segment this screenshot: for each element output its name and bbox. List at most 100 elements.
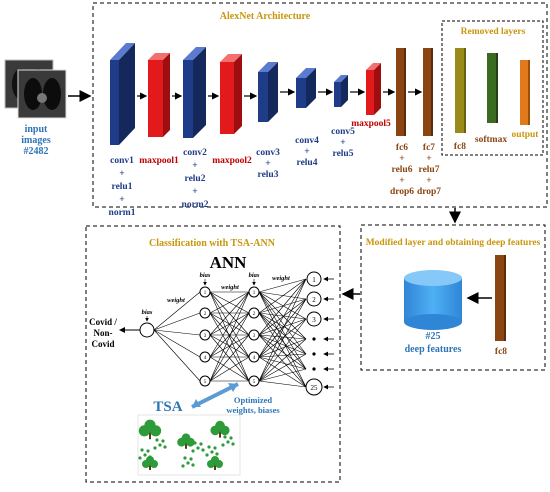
ann-connections xyxy=(153,278,307,388)
tsa-label: TSA xyxy=(153,399,182,415)
svg-text:4: 4 xyxy=(253,356,256,361)
conv5-label-1: conv5 xyxy=(331,127,355,137)
svg-text:3: 3 xyxy=(204,334,207,339)
fc6-label-3: relu6 xyxy=(392,165,413,175)
output-class-label-3: Covid xyxy=(91,339,114,349)
fc8-feature-block xyxy=(495,255,506,341)
svg-text:1: 1 xyxy=(253,291,256,296)
removed-layers-box xyxy=(441,20,544,156)
conv4-label-1: conv4 xyxy=(295,136,319,146)
features-count: #25 xyxy=(426,331,441,342)
fc8-feature-label: fc8 xyxy=(495,347,507,357)
conv3-label-1: conv3 xyxy=(256,148,280,158)
ann-output-node xyxy=(139,322,155,338)
features-title: Modified layer and obtaining deep featur… xyxy=(366,238,541,248)
conv1-label-2: + xyxy=(119,169,124,179)
features-label: deep features xyxy=(405,344,462,355)
ann-input-nodes xyxy=(305,271,323,396)
ann-title: ANN xyxy=(210,253,248,272)
conv1-label-5: norm1 xyxy=(109,208,136,218)
input-node-1: 1 xyxy=(312,276,316,284)
weight-label-in: weight xyxy=(272,275,290,282)
output-class-label-1: Covid / xyxy=(89,317,117,327)
svg-text:3: 3 xyxy=(253,334,256,339)
optimized-label-2: weights, biases xyxy=(226,405,280,415)
maxpool1-block xyxy=(148,53,170,137)
input-node-25: 25 xyxy=(311,384,319,392)
conv5-block xyxy=(334,75,348,107)
conv1-label-4: + xyxy=(119,195,124,205)
input-label-2: images xyxy=(21,135,51,146)
softmax-block xyxy=(487,53,498,123)
optimized-label-1: Optimized xyxy=(234,395,273,405)
conv2-label-3: relu2 xyxy=(185,174,206,184)
tsa-arrowhead-end xyxy=(228,383,238,392)
fc6-label-2: + xyxy=(399,154,404,164)
weight-label-out: weight xyxy=(167,297,185,304)
conv3-label-2: + xyxy=(265,159,270,169)
weight-label-h: weight xyxy=(221,284,239,291)
tsa-trees-illustration xyxy=(137,414,241,476)
input-images xyxy=(4,59,67,119)
conv5-label-3: relu5 xyxy=(333,149,354,159)
svg-text:4: 4 xyxy=(204,356,207,361)
fc7-label-1: fc7 xyxy=(423,143,435,153)
fc7-label-3: relu7 xyxy=(419,165,440,175)
input-node-2: 2 xyxy=(312,296,316,304)
maxpool5-block xyxy=(366,63,381,115)
svg-text:1: 1 xyxy=(204,291,207,296)
output-block xyxy=(520,60,530,125)
fc6-block xyxy=(396,48,406,136)
softmax-label: softmax xyxy=(475,135,507,145)
layer-labels: conv1 + relu1 + norm1 maxpool1 conv2 + r… xyxy=(109,119,442,218)
alexnet-box xyxy=(92,2,548,208)
conv1-label-1: conv1 xyxy=(110,156,134,166)
bias-weight-labels: bias weight bias weight bias weight xyxy=(142,272,290,316)
input-label-1: input xyxy=(25,124,48,135)
removed-layers-title: Removed layers xyxy=(461,27,526,37)
features-box xyxy=(360,224,546,371)
ellipsis-dots xyxy=(312,337,316,371)
maxpool2-label: maxpool2 xyxy=(212,156,252,166)
bias-label-out: bias xyxy=(142,309,153,316)
conv5-label-2: + xyxy=(340,138,345,148)
conv1-label-3: relu1 xyxy=(112,182,133,192)
maxpool1-label: maxpool1 xyxy=(139,156,179,166)
svg-text:5: 5 xyxy=(253,380,256,385)
conv4-label-3: relu4 xyxy=(297,158,318,168)
fc8-removed-label: fc8 xyxy=(454,142,466,152)
layer-arrows xyxy=(137,88,423,100)
fc6-label-5: drop6 xyxy=(390,187,414,197)
classification-title: Classification with TSA-ANN xyxy=(149,238,276,249)
conv1-block xyxy=(110,43,135,145)
output-label: output xyxy=(512,130,540,140)
input-count: #2482 xyxy=(24,146,49,157)
conv2-label-1: conv2 xyxy=(183,148,207,158)
output-class-label-2: Non- xyxy=(93,328,112,338)
conv4-block xyxy=(296,68,316,108)
svg-text:2: 2 xyxy=(204,312,207,317)
maxpool5-label: maxpool5 xyxy=(351,119,391,129)
hidden-node-numbers: 1 2 3 4 5 1 2 3 4 5 xyxy=(204,291,256,385)
svg-text:5: 5 xyxy=(204,380,207,385)
maxpool2-block xyxy=(220,54,242,134)
input-arrows xyxy=(323,276,334,390)
deep-features-cylinder xyxy=(404,270,462,330)
conv2-block xyxy=(183,47,206,138)
fc7-label-5: drop7 xyxy=(417,187,441,197)
tsa-arrowhead-start xyxy=(192,399,201,407)
fc7-label-4: + xyxy=(426,176,431,186)
conv2-label-5: norm2 xyxy=(182,200,209,210)
hidden-layer-2 xyxy=(199,286,211,387)
alexnet-title: AlexNet Architecture xyxy=(220,11,311,22)
fc6-label-1: fc6 xyxy=(396,143,408,153)
hidden-layer-1 xyxy=(248,286,260,387)
conv3-label-3: relu3 xyxy=(258,170,279,180)
bias-arrows xyxy=(145,279,256,322)
bias-label-h1: bias xyxy=(249,272,260,279)
svg-text:2: 2 xyxy=(253,312,256,317)
conv4-label-2: + xyxy=(304,147,309,157)
classification-box xyxy=(85,225,341,483)
fc6-label-4: + xyxy=(399,176,404,186)
